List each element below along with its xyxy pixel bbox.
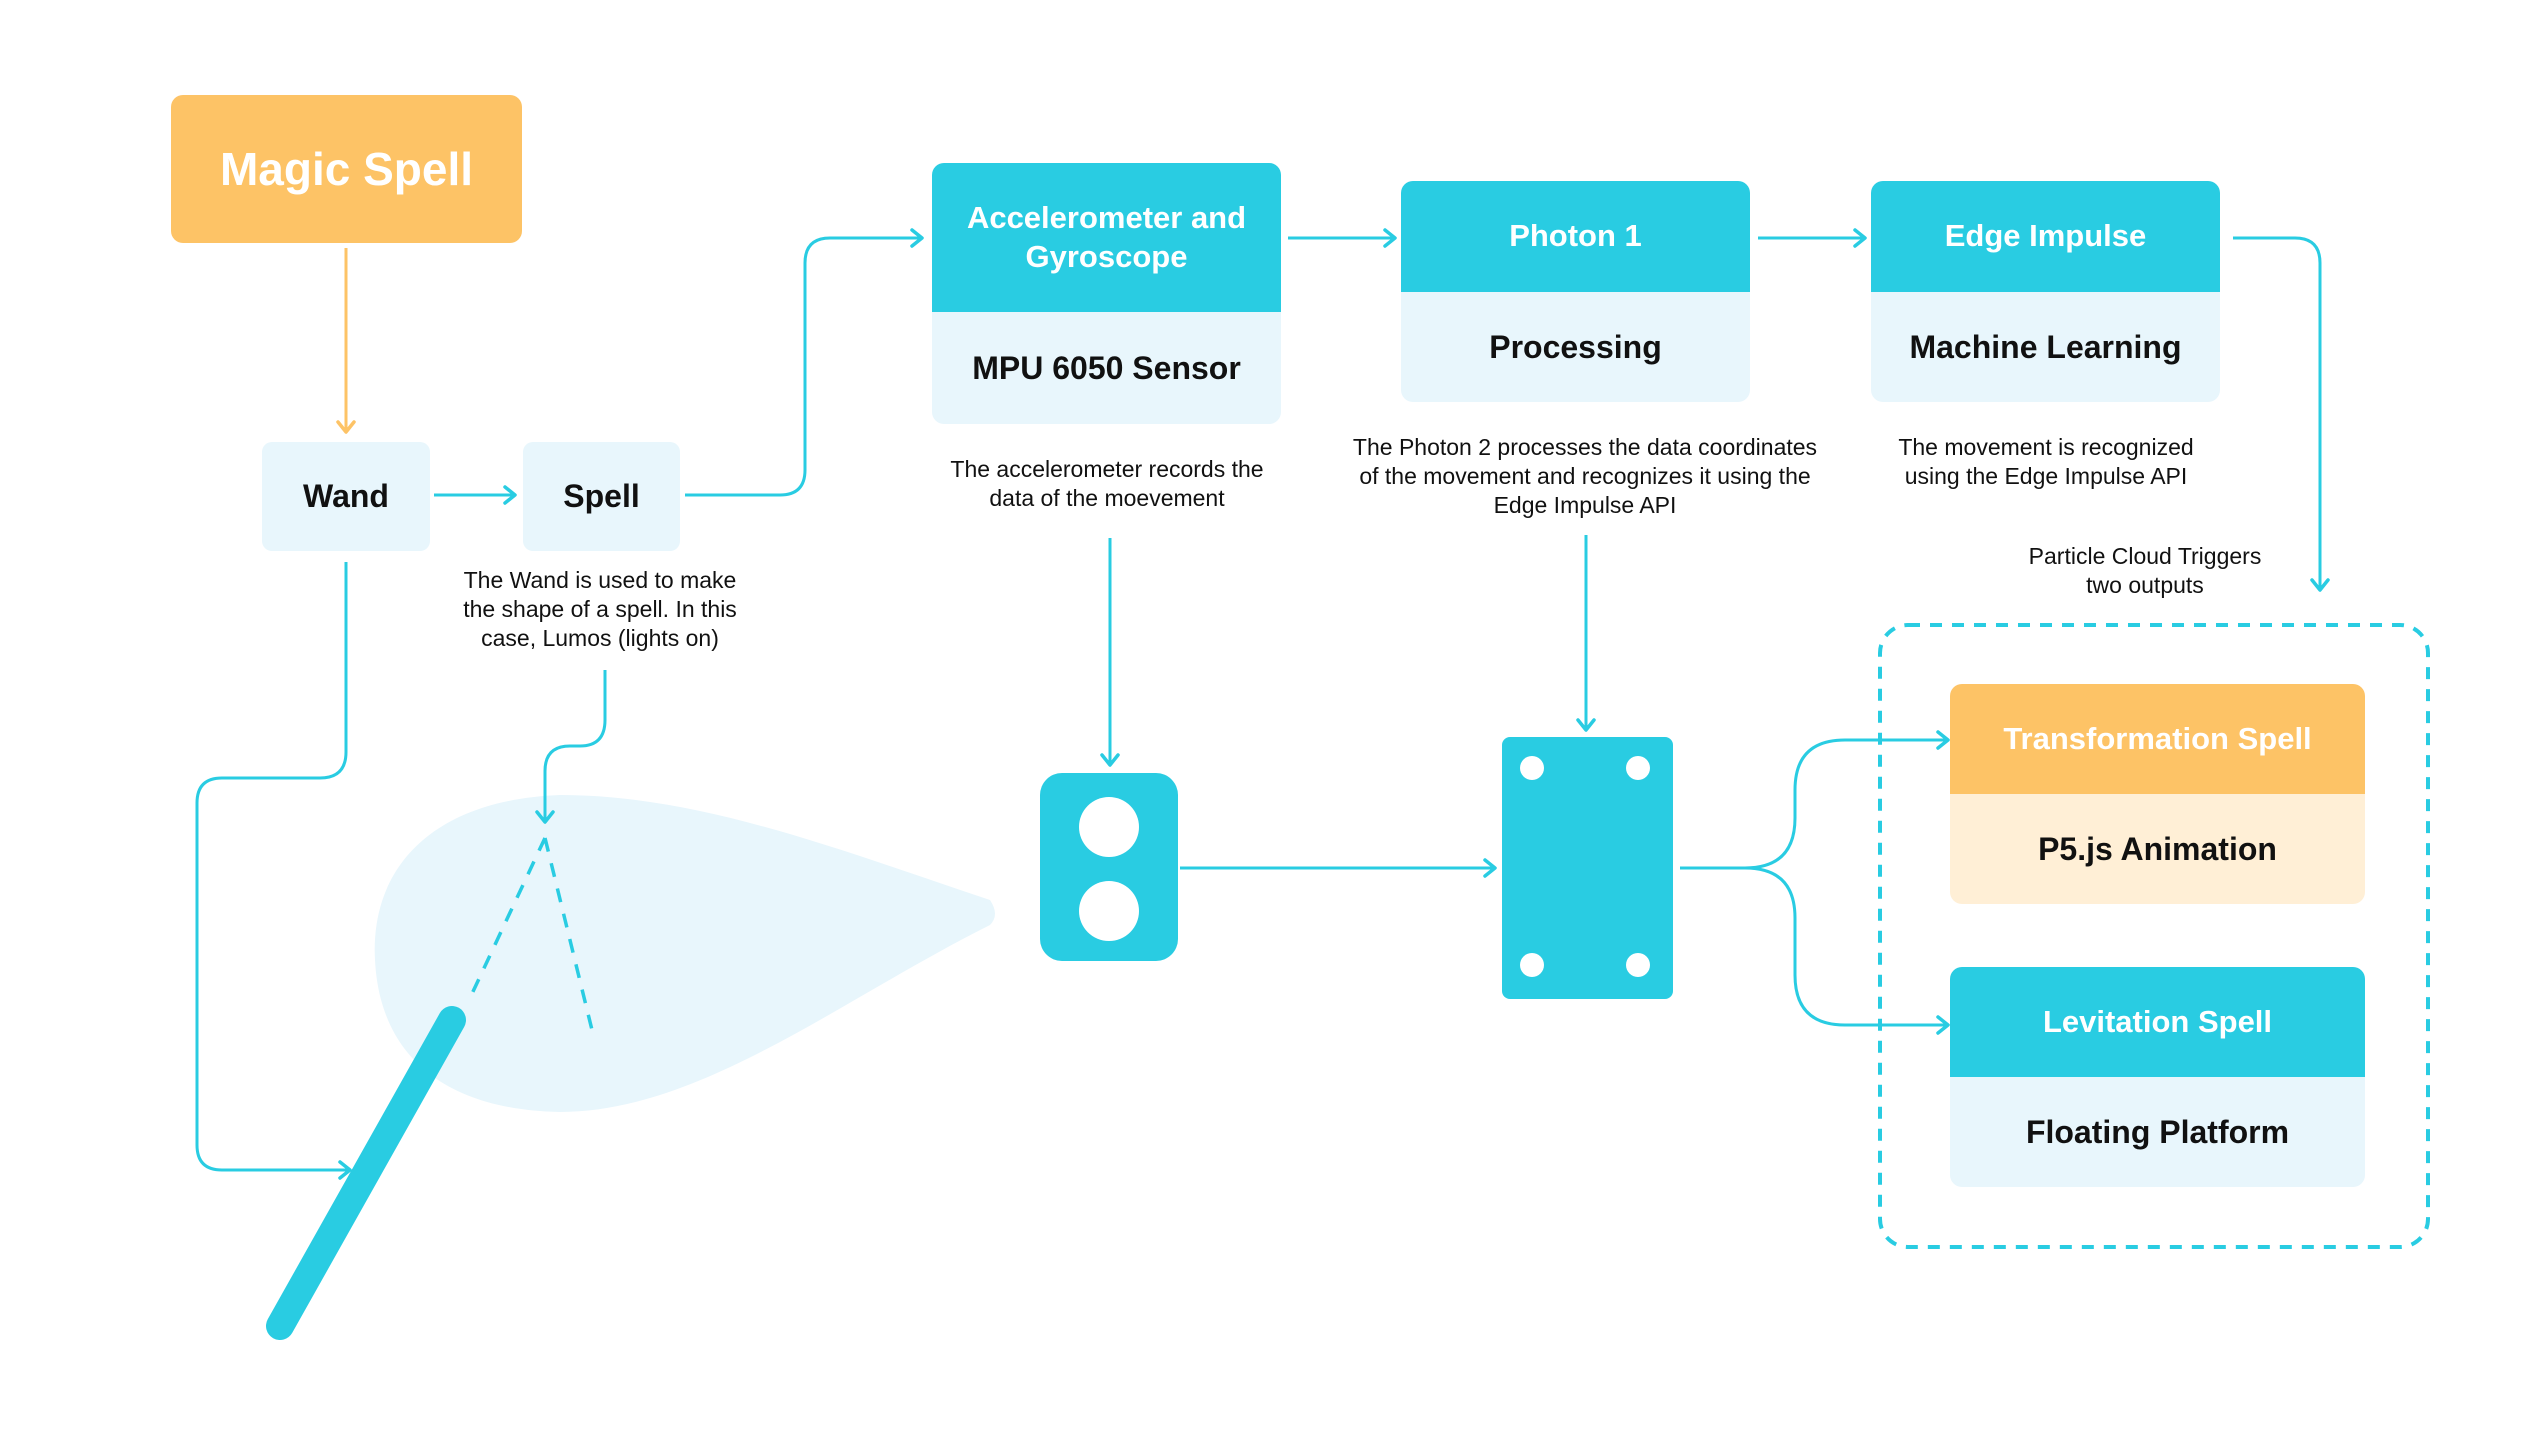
light-beam-left (468, 837, 547, 999)
transformation-spell-title: Transformation Spell (1950, 684, 2365, 794)
levitation-spell-title: Levitation Spell (1950, 967, 2365, 1077)
arrow-board-to-levitation (1744, 866, 1950, 1035)
sensor-card-body: MPU 6050 Sensor (932, 312, 1281, 424)
particle-cloud-caption: Particle Cloud Triggers two outputs (2028, 543, 2262, 598)
wand-stick (266, 1006, 466, 1340)
arrow-caption-to-beam (535, 670, 607, 824)
photon-card: Photon 1 Processing (1401, 181, 1750, 402)
spell-label: Spell (563, 478, 640, 514)
light-cone (374, 795, 995, 1112)
transformation-spell-card: Transformation Spell P5.js Animation (1950, 684, 2365, 904)
edge-impulse-caption: The movement is recognized using the Edg… (1898, 434, 2194, 489)
arrow-spell-to-sensor (685, 228, 924, 497)
levitation-spell-body: Floating Platform (1950, 1077, 2365, 1187)
edge-impulse-card: Edge Impulse Machine Learning (1871, 181, 2220, 402)
levitation-spell-card: Levitation Spell Floating Platform (1950, 967, 2365, 1187)
sensor-card: Accelerometer and Gyroscope MPU 6050 Sen… (932, 163, 1281, 424)
sensor-card-title: Accelerometer and Gyroscope (932, 163, 1281, 312)
sensor-caption: The accelerometer records the data of th… (950, 456, 1264, 511)
magic-spell-node: Magic Spell (171, 95, 522, 243)
photon-caption: The Photon 2 processes the data coordina… (1352, 434, 1818, 518)
photon-board-icon (1502, 737, 1673, 999)
wand-caption: The Wand is used to make the shape of a … (463, 567, 737, 651)
arrow-wand-to-stick (195, 562, 352, 1180)
sensor-device-icon (1040, 773, 1178, 961)
photon-card-body: Processing (1401, 292, 1750, 402)
edge-impulse-card-title: Edge Impulse (1871, 181, 2220, 292)
edge-impulse-card-body: Machine Learning (1871, 292, 2220, 402)
arrow-board-to-transformation (1680, 730, 1950, 870)
wand-label: Wand (303, 478, 389, 514)
light-beam-right (543, 837, 594, 1031)
arrow-edge-to-outputs (2233, 236, 2330, 592)
output-group-border (1878, 623, 2430, 1249)
wand-node: Wand (262, 442, 430, 551)
magic-spell-label: Magic Spell (219, 143, 474, 195)
transformation-spell-body: P5.js Animation (1950, 794, 2365, 904)
photon-card-title: Photon 1 (1401, 181, 1750, 292)
spell-node: Spell (523, 442, 680, 551)
